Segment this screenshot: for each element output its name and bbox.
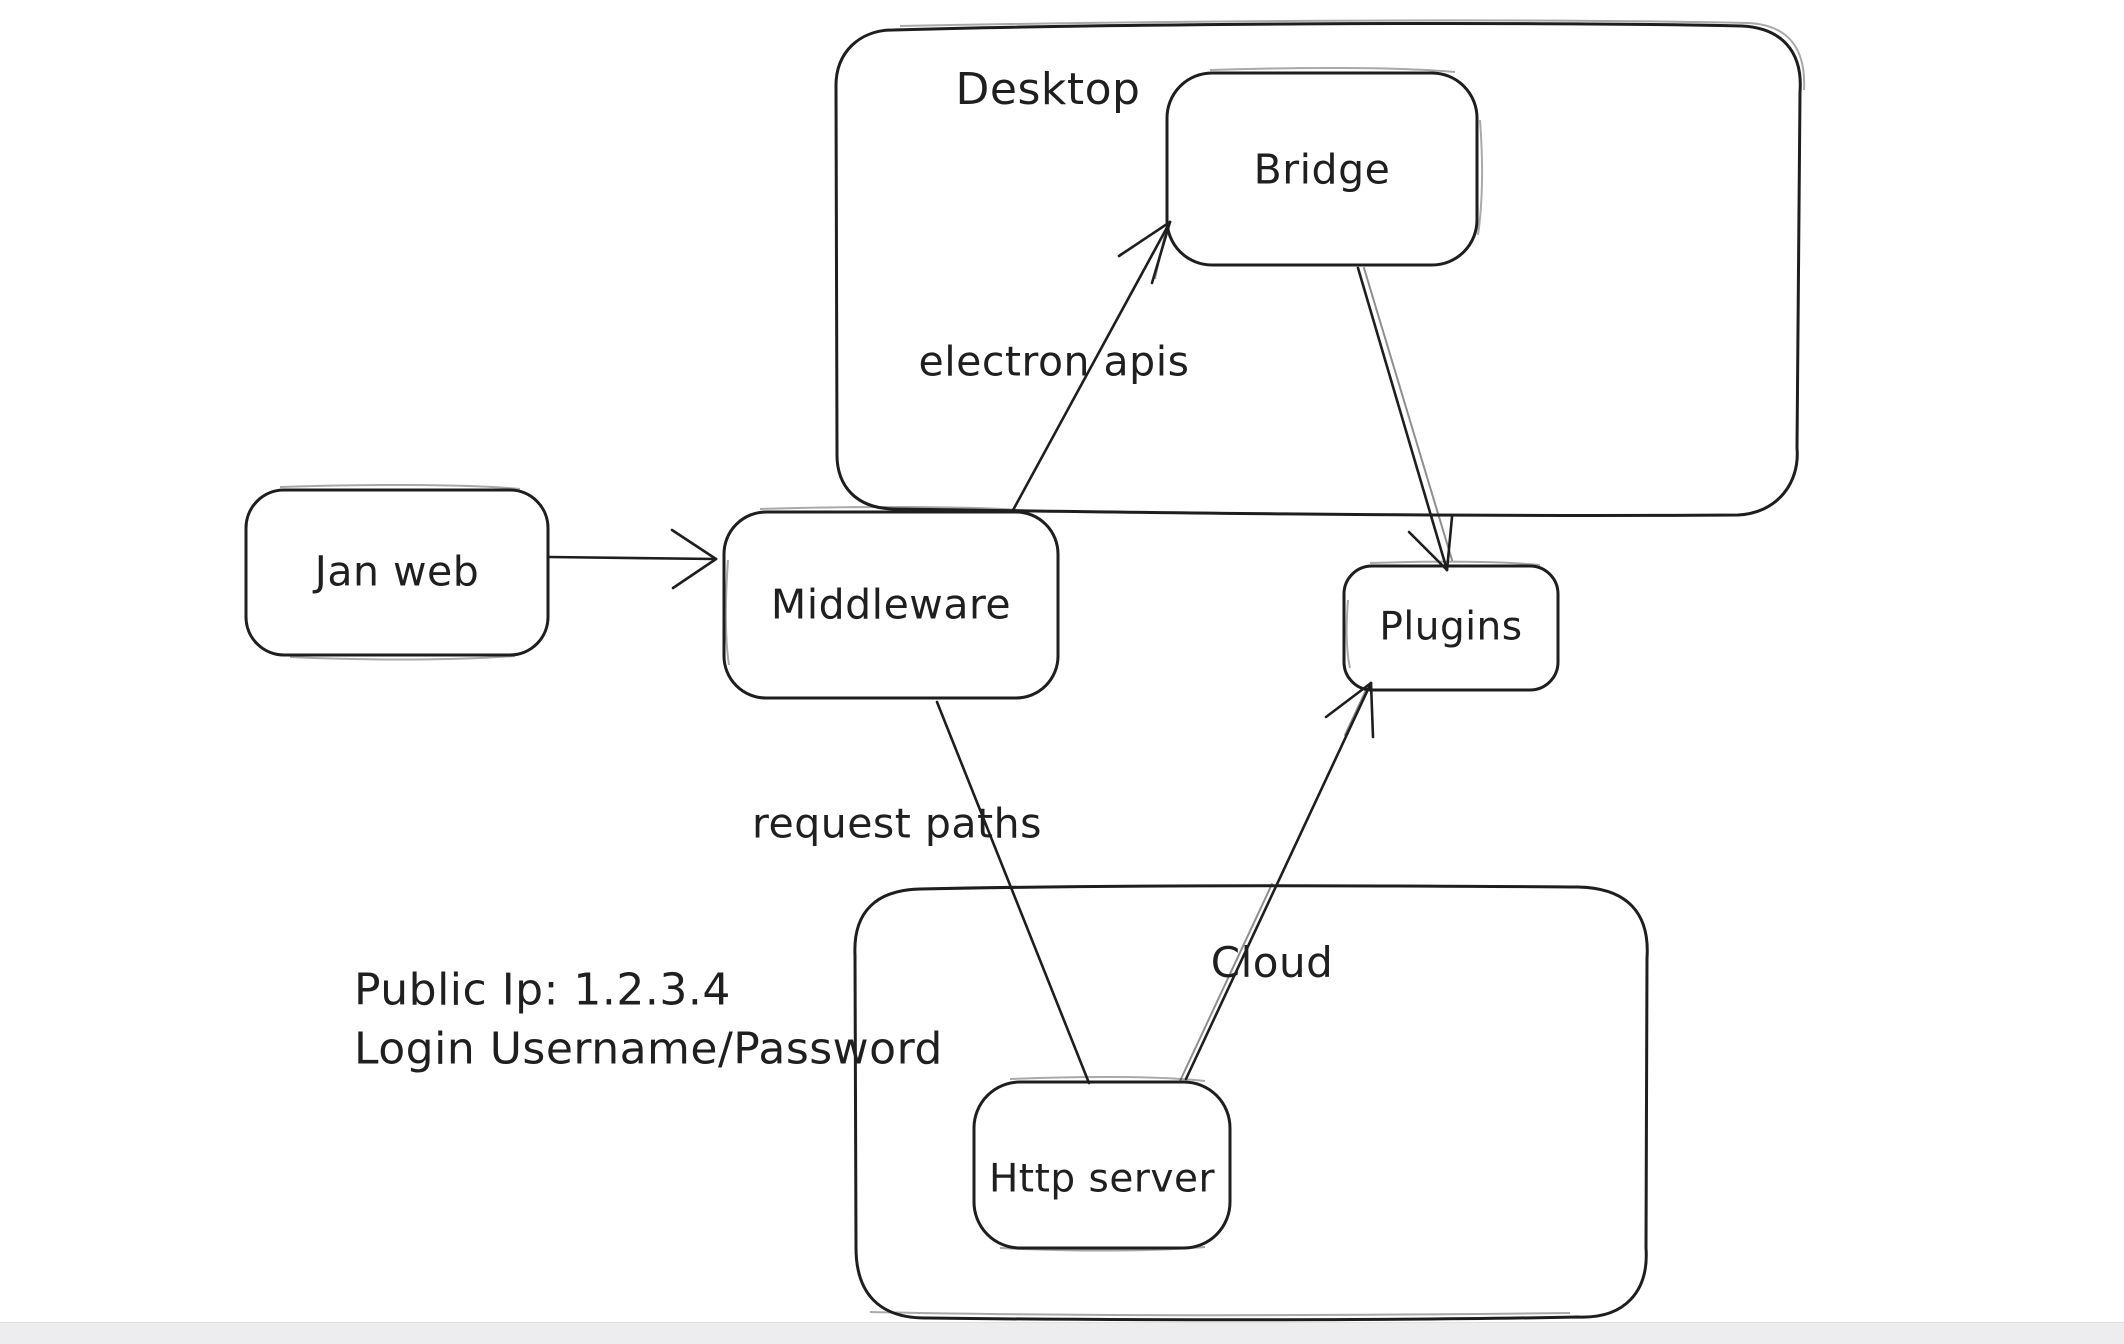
node-bridge[interactable] xyxy=(1165,66,1484,267)
plugins-node-label: Plugins xyxy=(1379,604,1523,650)
edge-http-server-to-plugins[interactable] xyxy=(1179,681,1375,1082)
middleware-node-label: Middleware xyxy=(770,580,1012,629)
electron-apis-edge-label: electron apis xyxy=(918,337,1190,386)
jan-web-node-label: Jan web xyxy=(314,547,480,596)
login-credentials-annotation: Login Username/Password xyxy=(354,1023,943,1075)
edge-middleware-to-bridge[interactable] xyxy=(1010,220,1172,514)
container-cloud[interactable] xyxy=(853,884,1649,1322)
edge-jan-web-to-middleware[interactable] xyxy=(547,528,718,590)
window-bottom-edge xyxy=(0,1322,2124,1344)
bridge-node-label: Bridge xyxy=(1253,145,1391,194)
edge-bridge-to-plugins[interactable] xyxy=(1356,266,1454,572)
node-middleware[interactable] xyxy=(722,505,1060,700)
http-server-node-label: Http server xyxy=(988,1156,1216,1202)
cloud-container-label: Cloud xyxy=(1210,937,1334,987)
node-http-server[interactable] xyxy=(972,1075,1232,1252)
public-ip-annotation: Public Ip: 1.2.3.4 xyxy=(354,964,731,1016)
container-desktop[interactable] xyxy=(834,19,1806,517)
node-jan-web[interactable] xyxy=(244,483,550,661)
node-plugins[interactable] xyxy=(1342,560,1560,692)
edge-middleware-to-http-server[interactable] xyxy=(935,700,1091,1085)
desktop-container-label: Desktop xyxy=(955,63,1141,115)
request-paths-edge-label: request paths xyxy=(752,799,1042,848)
